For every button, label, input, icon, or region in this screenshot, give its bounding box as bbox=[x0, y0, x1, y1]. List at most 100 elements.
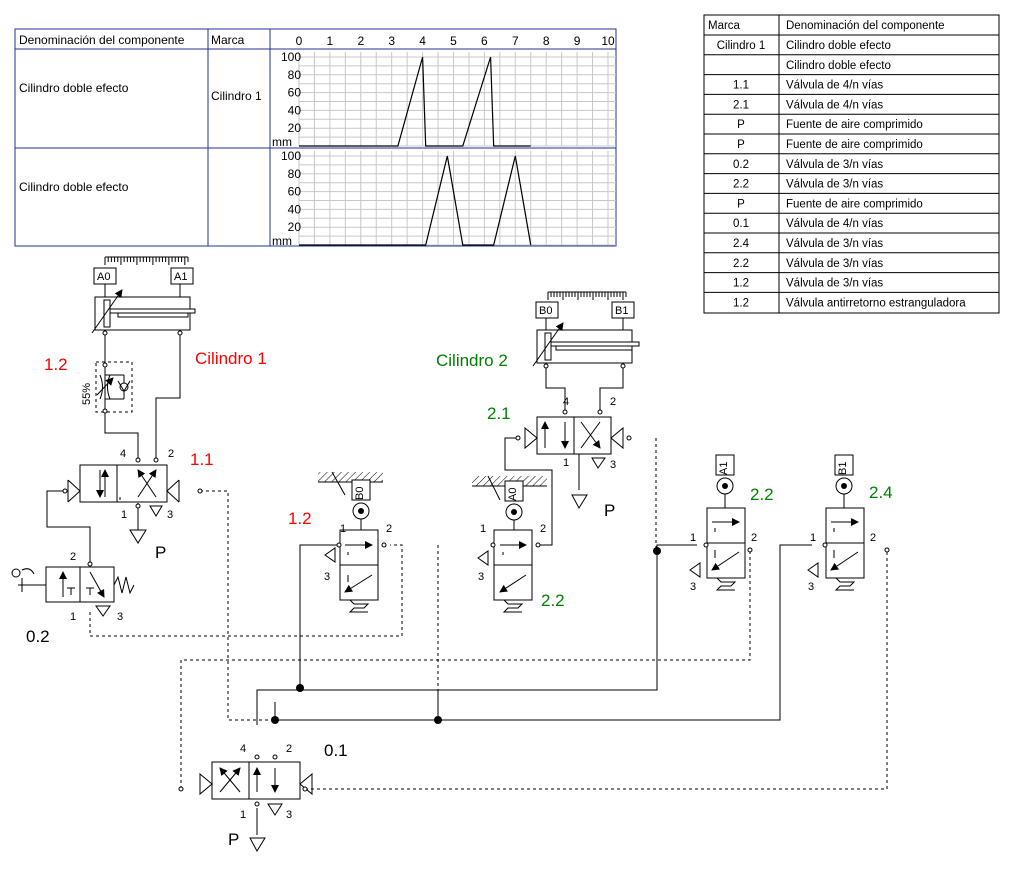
roller-valve-2-4[interactable]: B1 bbox=[807, 454, 890, 591]
parts-row-name: Fuente de aire comprimido bbox=[786, 139, 923, 151]
diagram-y-ticks-row2: 100 80 60 40 20 bbox=[281, 149, 301, 234]
valve-1-1-port-2: 2 bbox=[168, 448, 174, 460]
y-tick-label: 80 bbox=[288, 167, 302, 181]
valve-1-1-port-1: 1 bbox=[121, 509, 127, 521]
parts-row-name: Válvula de 3/n vías bbox=[786, 258, 883, 270]
roller-valve-2-2-a1-label: A1 bbox=[718, 462, 730, 475]
parts-row-mark: 2.2 bbox=[733, 258, 749, 270]
y-tick-label: 100 bbox=[281, 149, 301, 163]
x-tick-label: 2 bbox=[357, 34, 364, 48]
roller-valve-1-2-label: 1.2 bbox=[288, 509, 312, 528]
valve-0-1[interactable] bbox=[178, 754, 313, 853]
roller-valve-1-2-port-1: 1 bbox=[340, 523, 346, 535]
roller-valve-2-2-a0[interactable]: A0 bbox=[472, 475, 547, 613]
parts-list-table: Marca Denominación del componente Cilind… bbox=[703, 14, 1000, 314]
parts-row-mark: 1.2 bbox=[733, 278, 749, 290]
pneumatic-lines bbox=[46, 330, 812, 835]
throttle-percent-label: 55% bbox=[81, 383, 93, 405]
y-tick-label: 60 bbox=[288, 185, 302, 199]
parts-row-mark: 1.1 bbox=[733, 80, 749, 92]
junction-dots bbox=[271, 547, 661, 724]
x-tick-label: 7 bbox=[512, 34, 519, 48]
roller-valve-2-2-a0-port-3: 3 bbox=[478, 571, 484, 583]
cylinder-1[interactable]: A0 A1 bbox=[91, 256, 196, 336]
valve-0-2-label: 0.2 bbox=[26, 627, 50, 646]
cylinder-2[interactable]: B0 B1 bbox=[532, 291, 640, 369]
cylinder-2-b1-label: B1 bbox=[615, 305, 628, 317]
valve-2-1[interactable] bbox=[515, 409, 632, 510]
valve-2-1-port-1: 1 bbox=[563, 457, 569, 469]
parts-row-name: Fuente de aire comprimido bbox=[786, 198, 923, 210]
roller-valve-1-2-port-2: 2 bbox=[386, 523, 392, 535]
parts-row-mark: 2.4 bbox=[733, 238, 750, 250]
x-tick-label: 5 bbox=[450, 34, 457, 48]
parts-row-name: Válvula de 4/n vías bbox=[786, 80, 883, 92]
roller-valve-2-2-a0-tag: 2.2 bbox=[541, 591, 565, 610]
x-tick-label: 4 bbox=[419, 34, 426, 48]
series-cylinder-1-line bbox=[299, 56, 531, 147]
parts-row-name: Fuente de aire comprimido bbox=[786, 119, 923, 131]
diagram-header-component: Denominación del componente bbox=[19, 33, 185, 47]
y-tick-label: 20 bbox=[288, 121, 302, 135]
y-tick-label: 100 bbox=[281, 50, 301, 64]
displacement-step-diagram: Denominación del componente Marca Cilind… bbox=[14, 28, 617, 248]
valve-1-1-port-3: 3 bbox=[167, 509, 173, 521]
valve-0-1-port-2: 2 bbox=[286, 743, 292, 755]
y-tick-label: 80 bbox=[288, 68, 302, 82]
diagram-unit-row1: mm bbox=[272, 135, 292, 149]
series-cylinder-2-line bbox=[299, 155, 532, 246]
x-tick-label: 1 bbox=[327, 34, 334, 48]
roller-valve-2-2-a1-tag: 2.2 bbox=[750, 485, 774, 504]
roller-valve-2-4-port-1: 1 bbox=[810, 532, 816, 544]
cylinder-1-a0-label: A0 bbox=[97, 271, 110, 283]
cylinder-1-scale bbox=[104, 256, 189, 265]
roller-valve-2-2-a1[interactable]: A1 bbox=[689, 454, 753, 591]
x-tick-label: 6 bbox=[481, 34, 488, 48]
parts-row-name: Válvula antirretorno estranguladora bbox=[786, 297, 966, 309]
diagram-row1-mark: Cilindro 1 bbox=[211, 89, 262, 103]
parts-row-mark: 0.2 bbox=[733, 159, 749, 171]
parts-row-name: Cilindro doble efecto bbox=[786, 60, 891, 72]
diagram-row2-component: Cilindro doble efecto bbox=[19, 180, 129, 194]
diagram-unit-row2: mm bbox=[272, 234, 292, 248]
roller-valve-2-2-a0-port-1: 1 bbox=[480, 523, 486, 535]
x-tick-label: 10 bbox=[601, 34, 615, 48]
valve-1-1[interactable] bbox=[62, 457, 203, 544]
roller-valve-1-2-b0: B0 bbox=[354, 487, 366, 500]
x-tick-label: 9 bbox=[574, 34, 581, 48]
parts-row-mark: P bbox=[737, 198, 745, 210]
valve-0-1-supply-p: P bbox=[228, 830, 239, 849]
cylinder-2-scale bbox=[547, 291, 627, 300]
parts-row-name: Válvula de 4/n vías bbox=[786, 99, 883, 111]
diagram-row1-component: Cilindro doble efecto bbox=[19, 81, 129, 95]
roller-valve-1-2[interactable]: B0 bbox=[318, 471, 387, 613]
roller-valve-2-2-a1-port-1: 1 bbox=[690, 532, 696, 544]
diagram-grid-row2 bbox=[298, 151, 616, 246]
x-tick-label: 3 bbox=[388, 34, 395, 48]
pilot-lines bbox=[89, 438, 888, 790]
valve-0-1-label: 0.1 bbox=[324, 741, 348, 760]
valve-2-1-label: 2.1 bbox=[487, 404, 511, 423]
parts-row-mark: P bbox=[737, 139, 745, 151]
valve-0-2[interactable] bbox=[11, 561, 135, 617]
parts-row-mark: Cilindro 1 bbox=[717, 40, 766, 52]
roller-valve-2-2-a0-port-2: 2 bbox=[540, 523, 546, 535]
valve-0-1-port-1: 1 bbox=[240, 809, 246, 821]
throttle-valve-label: 1.2 bbox=[44, 355, 68, 374]
valve-0-1-port-4: 4 bbox=[240, 743, 246, 755]
parts-row-name: Válvula de 3/n vías bbox=[786, 278, 883, 290]
x-tick-label: 8 bbox=[543, 34, 550, 48]
y-tick-label: 20 bbox=[288, 220, 302, 234]
roller-valve-2-2-a0-label: A0 bbox=[507, 488, 519, 501]
parts-row-name: Válvula de 3/n vías bbox=[786, 159, 883, 171]
valve-0-2-port-3: 3 bbox=[117, 611, 123, 623]
throttle-check-valve-1-2[interactable] bbox=[95, 361, 133, 414]
parts-header-component: Denominación del componente bbox=[786, 20, 945, 32]
valve-2-1-supply-p: P bbox=[604, 501, 615, 520]
y-tick-label: 40 bbox=[288, 202, 302, 216]
parts-row-name: Válvula de 4/n vías bbox=[786, 218, 883, 230]
y-tick-label: 60 bbox=[288, 86, 302, 100]
valve-2-1-port-4: 4 bbox=[563, 396, 569, 408]
